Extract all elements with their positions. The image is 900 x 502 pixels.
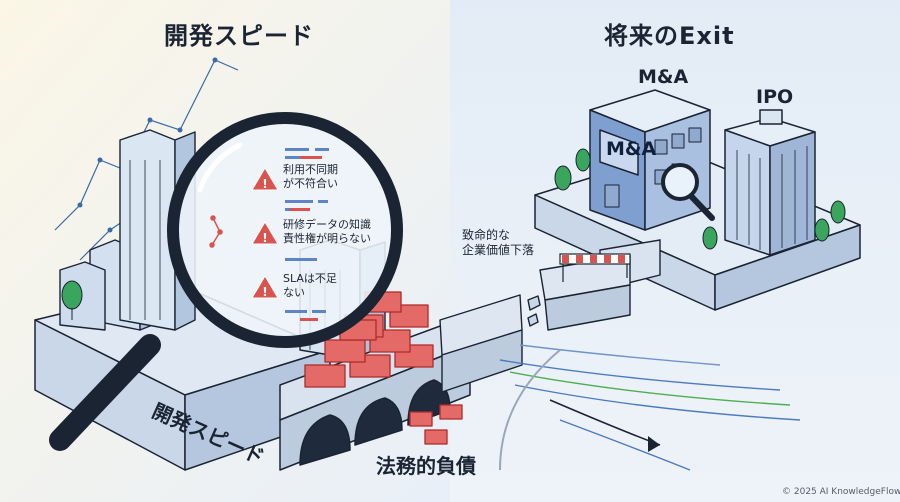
mna-label: M&A — [638, 66, 689, 88]
broken-bridge — [439, 254, 631, 393]
warning-icon — [251, 167, 279, 299]
bridge-label: 法務的負債 — [376, 454, 476, 478]
left-trees — [61, 280, 83, 320]
magnifying-glass-icon: !!! — [49, 112, 403, 451]
right-title: 将来のExit — [604, 22, 735, 50]
mna-building — [589, 89, 711, 231]
copyright: © 2025 AI KnowledgeFlow — [782, 487, 900, 497]
left-title: 開発スピード — [164, 22, 314, 50]
lens-note-1: 利用不同期が不符合い — [283, 163, 338, 190]
crack-note: 致命的な企業価値下落 — [462, 228, 535, 257]
speed-lines — [499, 344, 801, 471]
svg-text:!: ! — [262, 177, 267, 191]
mna-sign: M&A — [606, 138, 657, 160]
small-magnifier-icon — [661, 163, 715, 221]
ipo-building — [724, 109, 816, 256]
svg-text:!: ! — [262, 231, 267, 245]
lens-note-3: SLAは不足ない — [283, 272, 337, 299]
ipo-label: IPO — [756, 86, 794, 108]
right-trees — [554, 148, 846, 250]
svg-text:!: ! — [262, 285, 267, 299]
barrier-icon — [559, 253, 631, 282]
lens-note-2: 研修データの知識責性権が明らない — [283, 218, 371, 245]
